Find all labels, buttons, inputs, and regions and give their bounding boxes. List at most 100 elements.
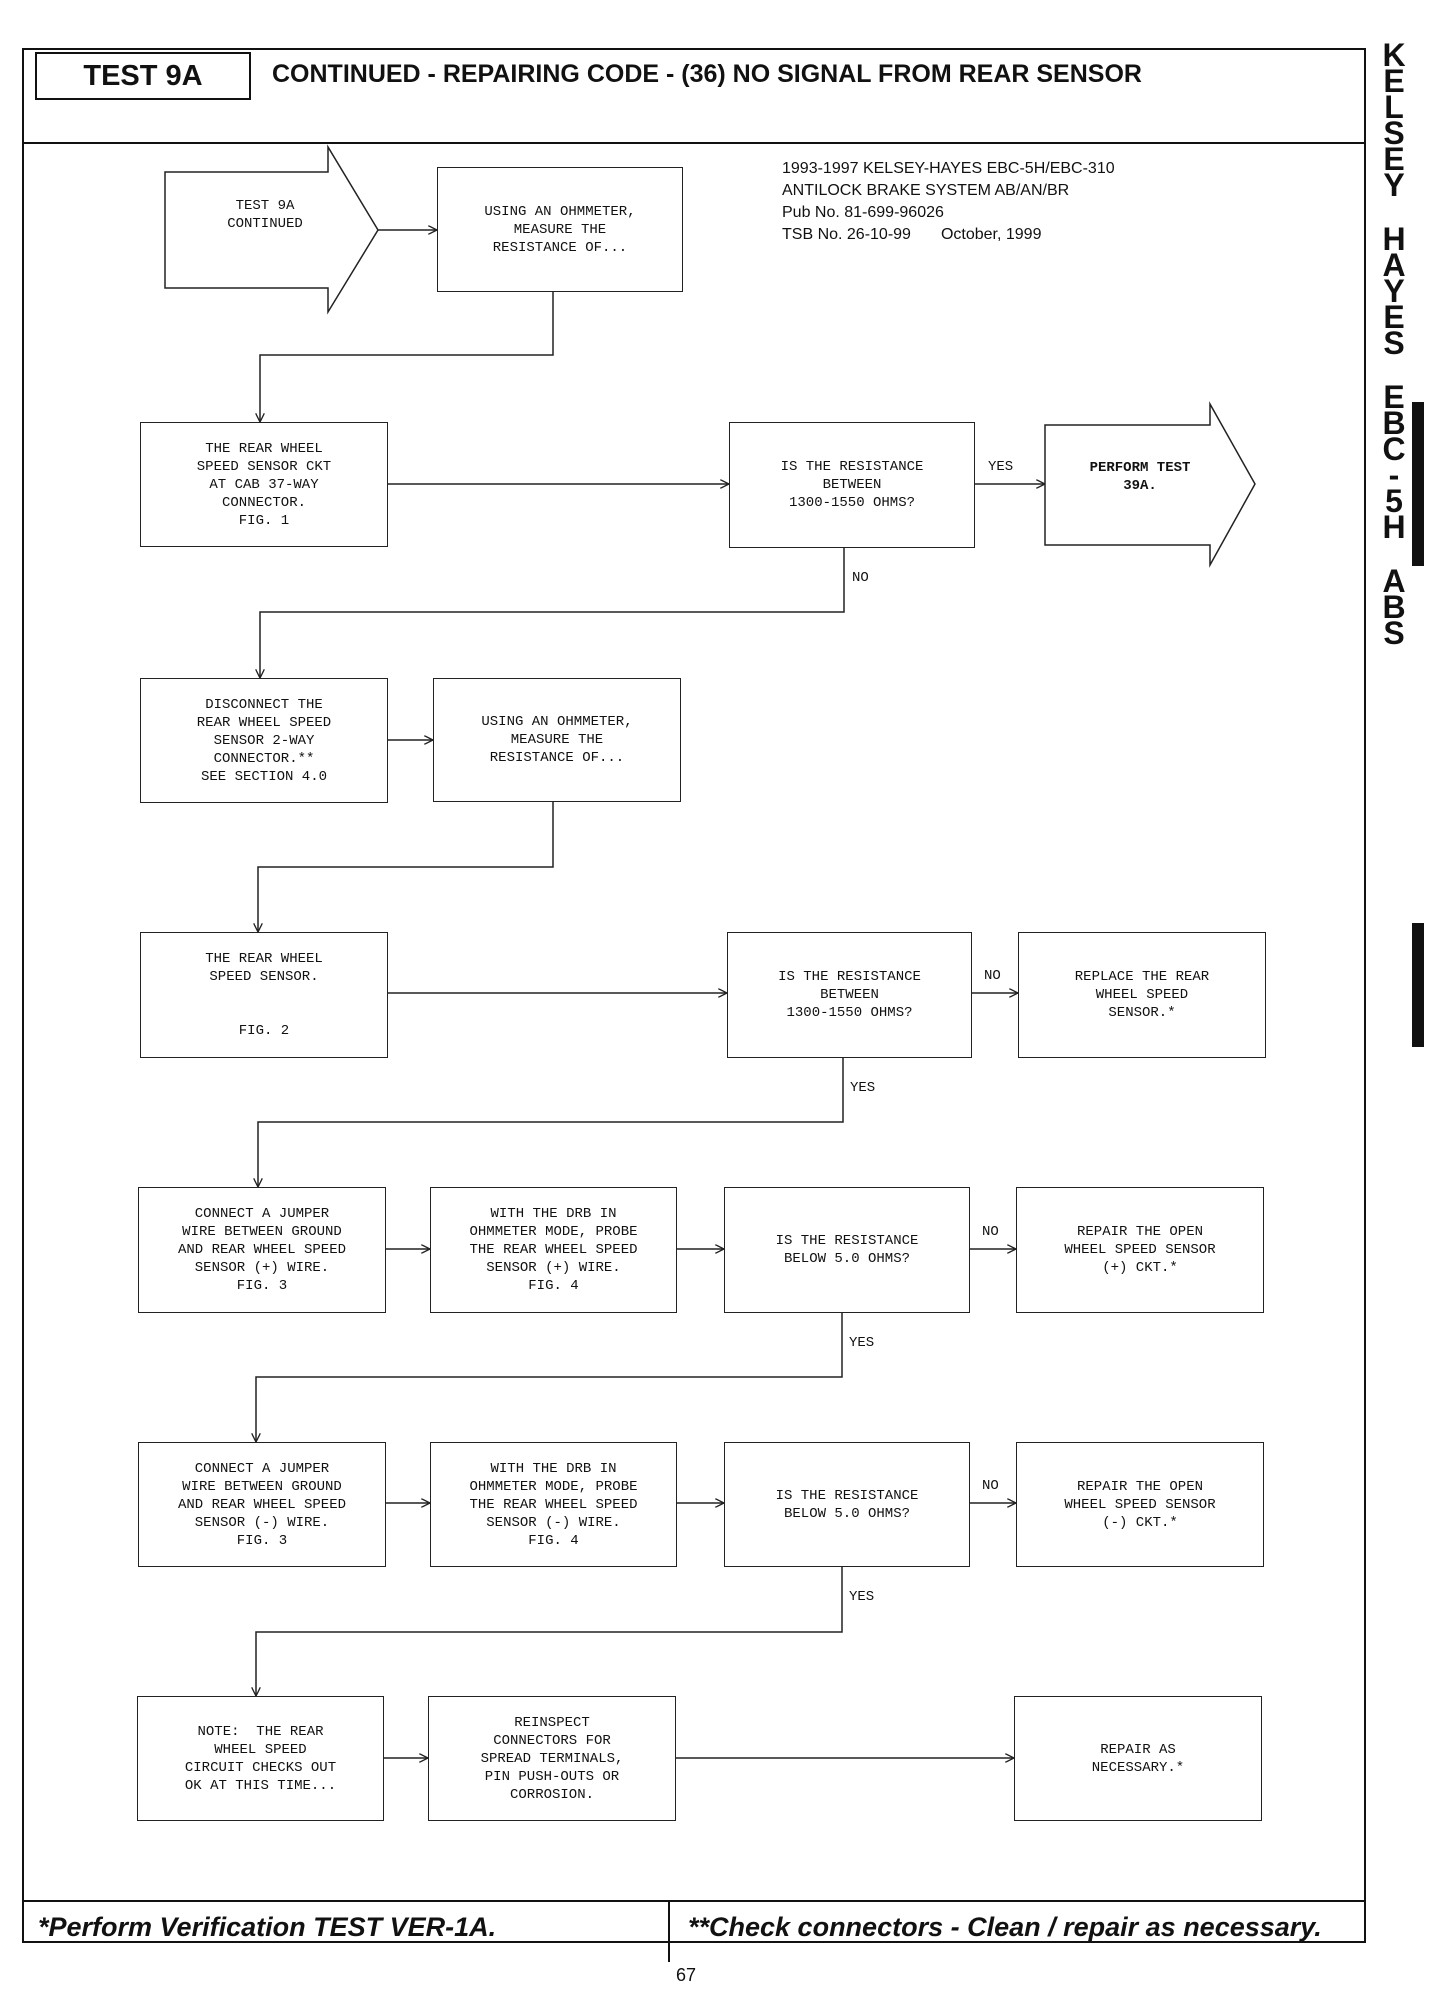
link-q2-yes	[258, 1058, 844, 1187]
text-line: SENSOR (+) WIRE.	[486, 1260, 621, 1276]
text-line: SPREAD TERMINALS,	[480, 1750, 624, 1767]
side-letter: E	[1383, 63, 1405, 99]
text-line: MEASURE THE	[510, 732, 604, 748]
repair-necessary-box: REPAIR AS NECESSARY.*	[1014, 1696, 1262, 1821]
section-marker-bar	[1412, 923, 1424, 1047]
side-letter: A	[1382, 563, 1406, 599]
pub-line-2: ANTILOCK BRAKE SYSTEM AB/AN/BR	[782, 182, 1070, 199]
text-line: REPAIR AS	[1100, 1741, 1176, 1758]
text-line: THE REAR WHEEL SPEED	[469, 1496, 638, 1513]
footer-column-divider	[668, 1902, 670, 1962]
page-frame	[22, 48, 1366, 1943]
text-line: THE REAR WHEEL	[205, 951, 323, 967]
text-line: WIRE BETWEEN GROUND	[182, 1224, 342, 1240]
text-line: 1300-1550 OHMS?	[788, 495, 916, 511]
text-line: REPAIR THE OPEN	[1076, 1478, 1204, 1495]
side-letter: H	[1382, 221, 1406, 257]
text-line: FIG. 4	[528, 1532, 579, 1549]
text-line: REINSPECT	[514, 1714, 590, 1731]
text-line: FIG. 2	[238, 1023, 290, 1039]
footer-divider	[22, 1900, 1366, 1902]
text-line: CONNECTOR.	[221, 494, 306, 511]
text-line: CORROSION.	[509, 1786, 594, 1803]
text-line: SENSOR (+) WIRE.	[194, 1260, 330, 1276]
link-measure1-to-cabckt	[260, 292, 554, 422]
text-line: NOTE: THE REAR	[197, 1723, 324, 1740]
text-line: WHEEL SPEED SENSOR	[1064, 1496, 1216, 1513]
text-line: PERFORM TEST	[1089, 460, 1191, 476]
text-line: CONNECT A JUMPER	[194, 1460, 330, 1477]
text-line: FIG. 3	[236, 1278, 288, 1294]
side-letter: B	[1382, 405, 1406, 441]
text-line: MEASURE THE	[513, 221, 607, 238]
tsb-number: TSB No. 26-10-99	[782, 226, 911, 243]
text-line: 1300-1550 OHMS?	[786, 1005, 913, 1021]
text-line: 39A.	[1123, 478, 1157, 494]
start-line-2: CONTINUED	[227, 216, 303, 232]
q3-box: IS THE RESISTANCE BELOW 5.0 OHMS?	[724, 1187, 970, 1313]
text-line: RESISTANCE OF...	[492, 239, 628, 256]
side-letter: H	[1382, 509, 1406, 545]
text-line: WIRE BETWEEN GROUND	[182, 1478, 342, 1495]
text-line: CIRCUIT CHECKS OUT	[184, 1759, 337, 1776]
start-arrow-shape	[164, 144, 379, 315]
note-box: NOTE: THE REAR WHEEL SPEED CIRCUIT CHECK…	[137, 1696, 384, 1821]
reinspect-box: REINSPECT CONNECTORS FOR SPREAD TERMINAL…	[428, 1696, 676, 1821]
test-id-box: TEST 9A	[35, 52, 251, 100]
q3-no-label: NO	[982, 1224, 999, 1240]
text-line: USING AN OHMMETER,	[484, 203, 636, 220]
publication-info: 1993-1997 KELSEY-HAYES EBC-5H/EBC-310 AN…	[782, 158, 1115, 246]
text-line	[260, 1004, 268, 1022]
side-letter: S	[1383, 115, 1405, 151]
text-line: SENSOR 2-WAY	[213, 732, 315, 749]
q4-yes-label: YES	[849, 1589, 875, 1605]
text-line: FIG. 3	[236, 1532, 288, 1549]
q2-no-label: NO	[984, 968, 1001, 984]
q1-no-label: NO	[852, 570, 869, 586]
sensor-box: THE REAR WHEEL SPEED SENSOR. FIG. 2	[140, 932, 388, 1058]
text-line: WITH THE DRB IN	[490, 1206, 617, 1222]
q1-box: IS THE RESISTANCE BETWEEN 1300-1550 OHMS…	[729, 422, 975, 548]
q2-box: IS THE RESISTANCE BETWEEN 1300-1550 OHMS…	[727, 932, 972, 1058]
footer-note-right: **Check connectors - Clean / repair as n…	[688, 1912, 1322, 1942]
side-letter: L	[1384, 89, 1404, 125]
side-letter: Y	[1383, 167, 1405, 203]
text-line: CONNECTORS FOR	[493, 1732, 611, 1749]
side-letter: S	[1383, 615, 1405, 651]
page-title: CONTINUED - REPAIRING CODE - (36) NO SIG…	[272, 60, 1142, 88]
text-line: IS THE RESISTANCE	[778, 969, 921, 985]
text-line: WHEEL SPEED	[1095, 987, 1189, 1003]
text-line: (-) CKT.*	[1102, 1514, 1178, 1531]
side-letter: B	[1382, 589, 1406, 625]
section-marker-bar	[1412, 402, 1424, 566]
text-line: OK AT THIS TIME...	[184, 1777, 337, 1794]
start-arrow-text: TEST 9A CONTINUED	[195, 197, 335, 233]
text-line: RESISTANCE OF...	[489, 750, 625, 766]
pub-line-4: TSB No. 26-10-99 October, 1999	[782, 224, 1115, 246]
cab-ckt-box: THE REAR WHEEL SPEED SENSOR CKT AT CAB 3…	[140, 422, 388, 547]
jumper-neg-box: CONNECT A JUMPER WIRE BETWEEN GROUND AND…	[138, 1442, 386, 1567]
jumper-pos-box: CONNECT A JUMPER WIRE BETWEEN GROUND AND…	[138, 1187, 386, 1313]
header-divider	[22, 142, 1366, 144]
probe-pos-box: WITH THE DRB IN OHMMETER MODE, PROBE THE…	[430, 1187, 677, 1313]
pub-date: October, 1999	[940, 226, 1042, 243]
link-q1-no	[260, 548, 845, 678]
text-line: FIG. 1	[238, 512, 290, 529]
text-line: AND REAR WHEEL SPEED	[177, 1496, 347, 1513]
text-line: CONNECTOR.**	[213, 750, 315, 767]
link-measure2-to-sensor	[258, 802, 554, 932]
q2-yes-label: YES	[850, 1080, 876, 1096]
footer-note-left: *Perform Verification TEST VER-1A.	[38, 1912, 497, 1942]
side-letter: 5	[1385, 483, 1403, 519]
text-line: REAR WHEEL SPEED	[196, 714, 332, 731]
q4-box: IS THE RESISTANCE BELOW 5.0 OHMS?	[724, 1442, 970, 1567]
perform-arrow-shape	[1044, 401, 1256, 568]
replace-box: REPLACE THE REAR WHEEL SPEED SENSOR.*	[1018, 932, 1266, 1058]
